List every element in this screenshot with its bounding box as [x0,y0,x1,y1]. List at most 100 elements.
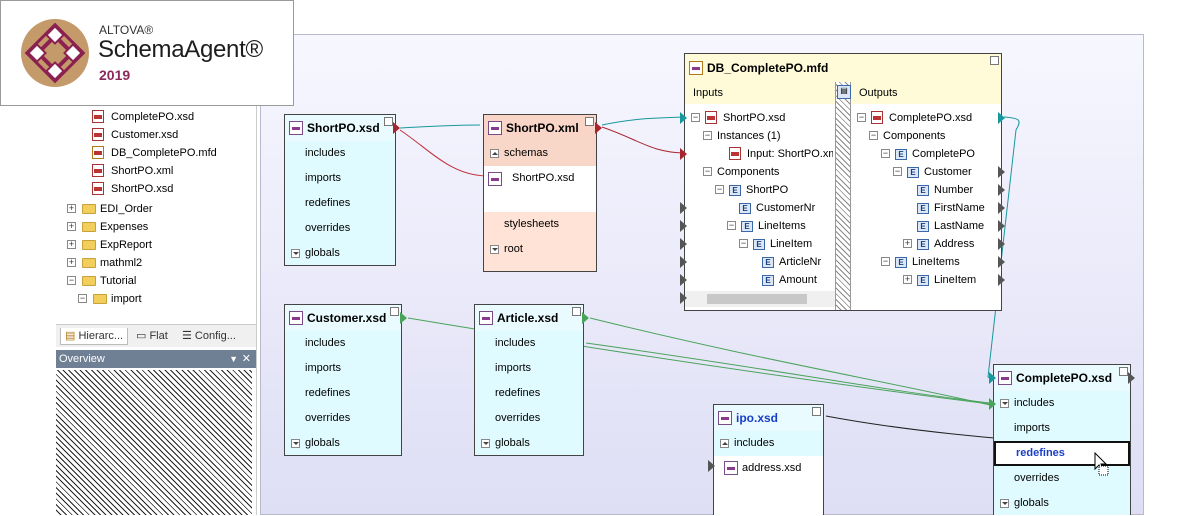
collapse-icon[interactable]: − [67,275,76,285]
row-includes[interactable]: includes [994,391,1130,416]
tree-folder-edi-order[interactable]: +EDI_Order [56,200,236,218]
input-connector-icon[interactable] [680,148,687,160]
mapping-toggle-icon[interactable]: ▤ [837,85,851,99]
expand-icon[interactable]: + [67,221,76,231]
tree-item-customer-xsd[interactable]: Customer.xsd [56,126,236,144]
tree-folder-tutorial[interactable]: −Tutorial [56,272,236,290]
input-connector-icon[interactable] [989,372,996,384]
input-connector-icon[interactable] [680,292,687,304]
xml-box-shortpo-xml[interactable]: ShortPO.xml schemas ShortPO.xsd styleshe… [483,114,597,272]
row-imports[interactable]: imports [305,362,342,374]
output-connector-icon[interactable] [998,184,1005,196]
row-overrides[interactable]: overrides [495,412,541,424]
row-redefines[interactable]: redefines [305,387,351,399]
connector-arrow-icon[interactable] [708,460,715,472]
row-globals[interactable]: globals [285,241,395,266]
schema-box-customer-xsd[interactable]: Customer.xsd includes imports redefines … [284,304,402,456]
connector-arrow-icon[interactable] [400,312,407,324]
row-globals[interactable]: globals [285,431,401,456]
row-include-child[interactable]: address.xsd [714,456,823,516]
tree-item-db-completepo-mfd[interactable]: DB_CompletePO.mfd [56,144,236,162]
tree-folder-mathml2[interactable]: +mathml2 [56,254,236,272]
expand-icon[interactable]: + [67,239,76,249]
input-connector-icon[interactable] [680,202,687,214]
expand-icon[interactable]: + [67,203,76,213]
row-overrides[interactable]: overrides [305,222,351,234]
expand-dropdown-icon[interactable] [481,439,490,448]
schema-box-header[interactable]: CompletePO.xsd [994,365,1130,391]
box-minimize-icon[interactable] [384,117,393,126]
row-overrides[interactable]: overrides [1014,472,1060,484]
expand-dropdown-icon[interactable] [291,439,300,448]
expand-icon[interactable]: + [67,257,76,267]
expand-dropdown-icon[interactable] [490,245,499,254]
box-minimize-icon[interactable] [990,56,999,65]
row-globals[interactable]: globals [994,491,1130,516]
box-minimize-icon[interactable] [572,307,581,316]
tab-config[interactable]: ☰ Config... [182,328,236,344]
row-imports[interactable]: imports [1014,422,1051,434]
row-imports[interactable]: imports [495,362,532,374]
row-includes[interactable]: includes [714,431,823,456]
input-connector-icon[interactable] [680,238,687,250]
row-globals[interactable]: globals [475,431,583,456]
input-connector-icon[interactable] [680,220,687,232]
tree-item-shortpo-xsd[interactable]: ShortPO.xsd [56,180,236,198]
output-connector-icon[interactable] [998,220,1005,232]
row-includes[interactable]: includes [305,337,346,349]
tree-item-completepo-xsd[interactable]: CompletePO.xsd [56,108,236,126]
box-minimize-icon[interactable] [812,407,821,416]
output-connector-icon[interactable] [998,274,1005,286]
output-connector-icon[interactable] [998,202,1005,214]
expand-dropdown-icon[interactable] [291,249,300,258]
row-imports[interactable]: imports [305,172,342,184]
row-redefines[interactable]: redefines [495,387,541,399]
row-stylesheets[interactable]: stylesheets [504,218,560,230]
connector-arrow-icon[interactable] [582,312,589,324]
schema-box-header[interactable]: ShortPO.xsd [285,115,395,141]
connector-arrow-icon[interactable] [595,122,602,134]
box-minimize-icon[interactable] [585,117,594,126]
collapse-dropdown-icon[interactable] [490,149,499,158]
schema-box-header[interactable]: Article.xsd [475,305,583,331]
row-schema-child[interactable]: ShortPO.xsd [484,166,596,212]
row-includes[interactable]: includes [495,337,536,349]
output-connector-icon[interactable] [1128,372,1135,384]
row-redefines[interactable]: redefines [305,197,351,209]
row-overrides[interactable]: overrides [305,412,351,424]
tree-folder-expenses[interactable]: +Expenses [56,218,236,236]
tree-folder-import[interactable]: −import [56,290,236,308]
inputs-hscrollbar[interactable] [685,291,835,307]
input-connector-icon[interactable] [680,274,687,286]
tree-folder-expreport[interactable]: +ExpReport [56,236,236,254]
xml-box-header[interactable]: ShortPO.xml [484,115,596,141]
box-minimize-icon[interactable] [390,307,399,316]
output-connector-icon[interactable] [998,238,1005,250]
connector-arrow-icon[interactable] [393,122,400,134]
row-includes[interactable]: includes [305,147,346,159]
overview-area[interactable] [56,370,252,515]
row-root[interactable]: root [484,237,596,262]
output-connector-icon[interactable] [998,166,1005,178]
schema-box-header[interactable]: ipo.xsd [714,405,823,431]
row-schemas[interactable]: schemas [484,141,596,166]
collapse-dropdown-icon[interactable] [720,439,729,448]
schema-box-ipo-xsd[interactable]: ipo.xsd includes address.xsd [713,404,824,516]
input-tree-instance-file[interactable]: Input: ShortPO.xml [729,145,833,163]
schema-box-completepo-xsd[interactable]: CompletePO.xsd includes imports redefine… [993,364,1131,515]
dropdown-icon[interactable]: ▼ [229,354,238,364]
box-minimize-icon[interactable] [1119,367,1128,376]
output-connector-icon[interactable] [998,112,1005,124]
input-connector-icon[interactable] [989,398,996,410]
schema-box-article-xsd[interactable]: Article.xsd includes imports redefines o… [474,304,584,456]
scrollbar-thumb[interactable] [707,294,807,304]
output-connector-icon[interactable] [998,256,1005,268]
expand-dropdown-icon[interactable] [1000,399,1009,408]
tab-flat[interactable]: ▭ Flat [136,328,168,344]
input-connector-icon[interactable] [680,256,687,268]
expand-dropdown-icon[interactable] [1000,499,1009,508]
schema-box-header[interactable]: Customer.xsd [285,305,401,331]
mapping-box-db-completepo-mfd[interactable]: DB_CompletePO.mfd Inputs Outputs ▤ −Shor… [684,53,1002,311]
close-icon[interactable]: ✕ [241,353,251,365]
tab-hierarchy[interactable]: ▤ Hierarc... [60,328,129,345]
